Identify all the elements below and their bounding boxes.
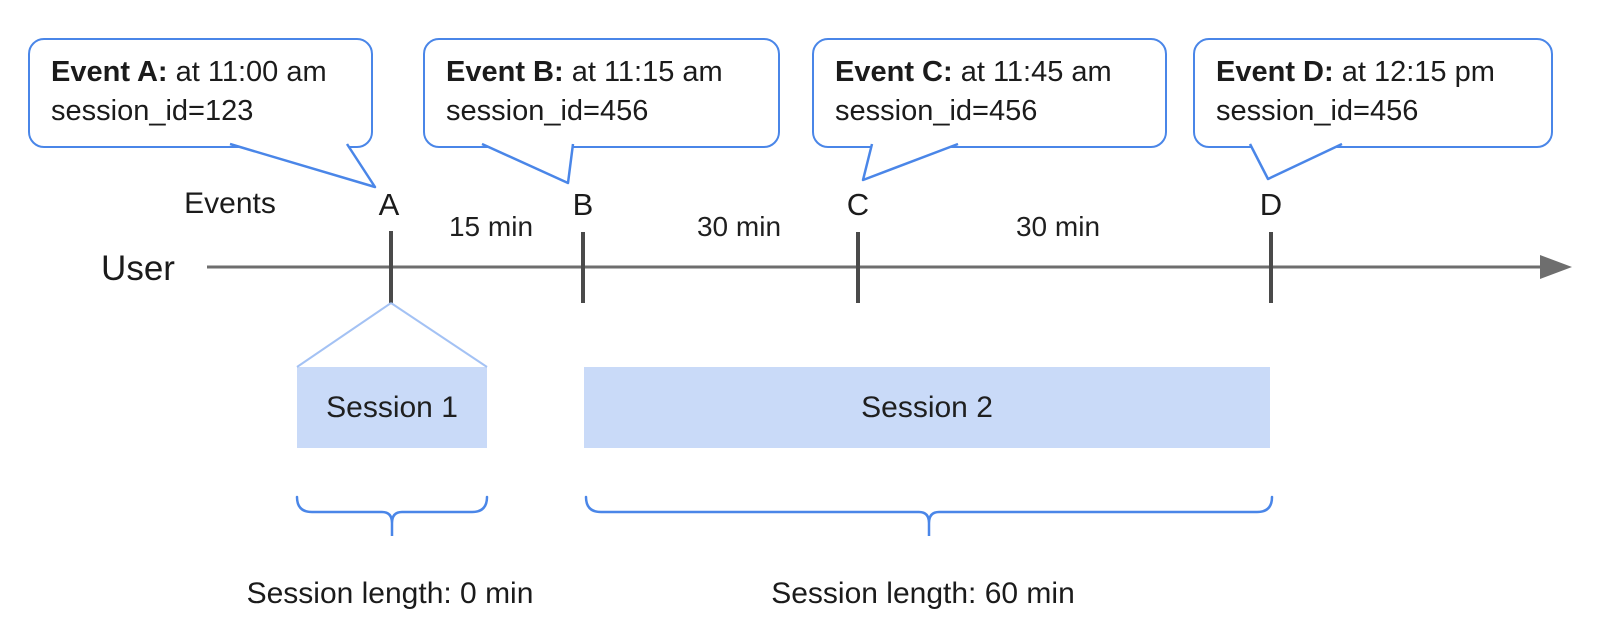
callout-event-a-time: at 11:00 am (167, 56, 327, 88)
events-row-label: Events (184, 187, 276, 220)
callout-event-a-title: Event A: (51, 56, 168, 88)
callout-event-d-time: at 12:15 pm (1333, 56, 1495, 88)
event-marker-b: B (572, 187, 594, 222)
callout-event-d-session-id: session_id=456 (1216, 95, 1419, 127)
callout-tail-c-icon (861, 142, 959, 182)
timeline-arrowhead-icon (1540, 255, 1572, 279)
session-1-brace-icon (295, 495, 489, 536)
callout-event-a-session-id: session_id=123 (51, 95, 254, 127)
event-marker-d: D (1259, 187, 1283, 222)
event-marker-a: A (378, 187, 400, 222)
callout-tail-d-icon (1248, 142, 1343, 181)
session-2-brace-icon (584, 495, 1274, 536)
callout-event-c-session-id: session_id=456 (835, 95, 1038, 127)
callout-event-c-line1: Event C: at 11:45 am (835, 53, 1145, 92)
callout-event-b-session-id: session_id=456 (446, 95, 649, 127)
user-row-label: User (101, 249, 175, 288)
session-2-label: Session 2 (861, 390, 993, 424)
callout-event-a: Event A: at 11:00 am session_id=123 (28, 38, 373, 148)
interval-label-c-d: 30 min (1015, 211, 1101, 242)
callout-tail-a-icon (229, 142, 377, 189)
callout-event-c: Event C: at 11:45 am session_id=456 (812, 38, 1167, 148)
session-1-box: Session 1 (297, 367, 487, 448)
callout-tail-b-icon (481, 142, 575, 185)
funnel-lines-icon (296, 302, 488, 368)
event-marker-c: C (846, 187, 870, 222)
session-2-length-label: Session length: 60 min (771, 577, 1075, 610)
session-1-length-label: Session length: 0 min (246, 577, 534, 610)
session-2-box: Session 2 (584, 367, 1270, 448)
callout-event-b: Event B: at 11:15 am session_id=456 (423, 38, 780, 148)
callout-event-d-title: Event D: (1216, 56, 1334, 88)
callout-event-b-title: Event B: (446, 56, 564, 88)
callout-event-c-title: Event C: (835, 56, 953, 88)
callout-event-d: Event D: at 12:15 pm session_id=456 (1193, 38, 1553, 148)
session-1-label: Session 1 (326, 390, 458, 424)
callout-event-d-line1: Event D: at 12:15 pm (1216, 53, 1531, 92)
callout-event-b-line1: Event B: at 11:15 am (446, 53, 758, 92)
callout-event-a-line1: Event A: at 11:00 am (51, 53, 351, 92)
interval-label-a-b: 15 min (448, 211, 534, 242)
callout-event-b-time: at 11:15 am (563, 56, 723, 88)
interval-label-b-c: 30 min (696, 211, 782, 242)
callout-event-c-time: at 11:45 am (952, 56, 1112, 88)
